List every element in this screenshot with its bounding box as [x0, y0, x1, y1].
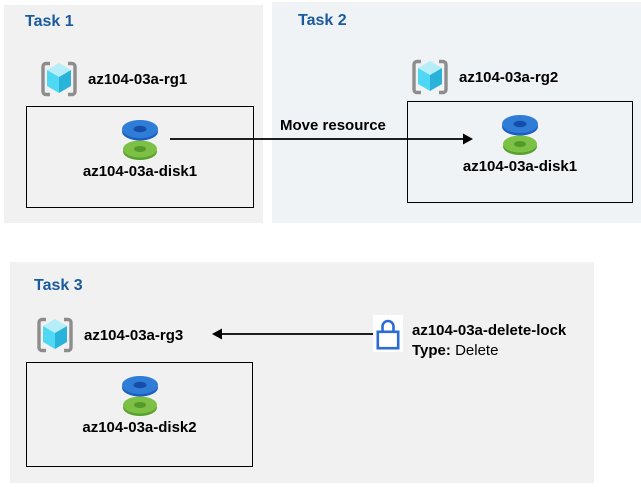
delete-lock-name: az104-03a-delete-lock	[412, 322, 567, 339]
delete-lock-text: az104-03a-delete-lock Type: Delete	[412, 321, 566, 361]
task3-title: Task 3	[34, 277, 83, 294]
task1-panel: Task 1 az104-03a-rg1 az104-03a-disk1	[4, 5, 263, 223]
resource-group-icon	[412, 59, 448, 95]
task2-resource-group: az104-03a-rg2	[408, 55, 558, 99]
task1-resource-group-label: az104-03a-rg1	[88, 70, 188, 88]
task1-resource-group: az104-03a-rg1	[37, 57, 187, 101]
task2-disk-label: az104-03a-disk1	[462, 158, 578, 175]
delete-lock-chip	[373, 315, 403, 352]
move-resource-arrow	[170, 133, 473, 145]
delete-lock-type-label: Type:	[412, 342, 451, 359]
lock-icon	[376, 319, 400, 349]
delete-lock-type-value: Delete	[455, 342, 499, 359]
task2-resource-group-label: az104-03a-rg2	[459, 68, 559, 86]
task3-resource-group-label: az104-03a-rg3	[84, 326, 184, 344]
delete-lock-arrow	[212, 328, 374, 340]
move-resource-label: Move resource	[280, 117, 386, 134]
disk-icon	[502, 115, 538, 155]
task2-disk-box: az104-03a-disk1	[407, 101, 633, 203]
resource-group-icon	[37, 317, 73, 353]
task3-disk-box: az104-03a-disk2	[26, 362, 253, 467]
task1-title: Task 1	[25, 13, 74, 30]
task2-title: Task 2	[298, 12, 347, 29]
task1-disk-label: az104-03a-disk1	[82, 163, 198, 180]
task3-panel: Task 3 az104-03a-rg3 az104-03a-disk2	[10, 262, 594, 483]
resource-group-icon	[41, 61, 77, 97]
delete-lock-type: Type: Delete	[412, 341, 566, 361]
task3-resource-group: az104-03a-rg3	[33, 313, 183, 357]
task3-disk-label: az104-03a-disk2	[82, 419, 197, 436]
task1-disk-box: az104-03a-disk1	[26, 106, 254, 208]
disk-icon	[121, 376, 158, 416]
disk-icon	[122, 120, 158, 160]
task2-panel: Task 2 az104-03a-rg2 az104-03a-disk1	[272, 2, 641, 223]
